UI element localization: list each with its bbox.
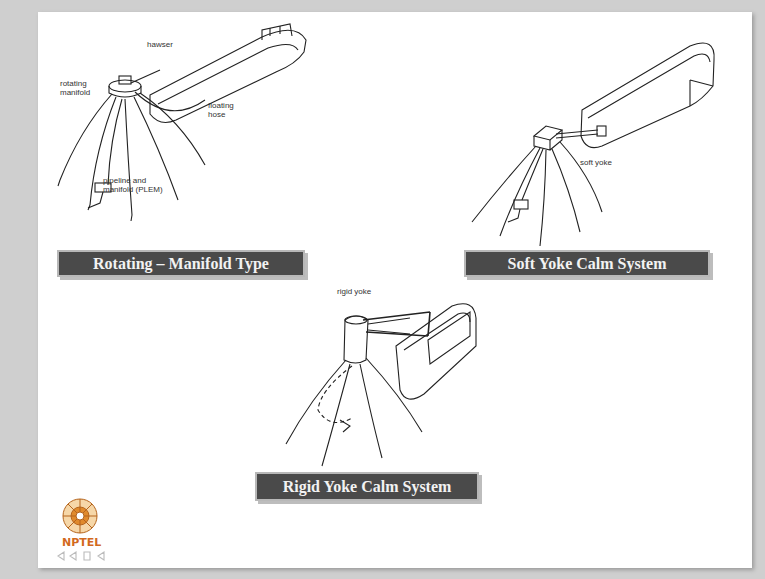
slide-nav-icons — [58, 552, 104, 560]
soft-yoke-link — [556, 130, 598, 138]
caption-text: Soft Yoke Calm System — [508, 255, 667, 273]
part-label: pipeline and manifold (PLEM) — [103, 176, 165, 194]
logo-text: NPTEL — [62, 536, 112, 549]
caption-text: Rotating – Manifold Type — [93, 255, 269, 273]
caption-band: Rigid Yoke Calm System — [255, 472, 479, 501]
part-label: soft yoke — [580, 158, 630, 167]
part-label: floating hose — [208, 101, 238, 119]
part-label: hawser — [147, 40, 187, 49]
floating-hose — [135, 92, 205, 111]
part-label: rigid yoke — [337, 287, 387, 296]
caption-band: Rotating – Manifold Type — [57, 250, 305, 277]
rigid-yoke-drawing — [286, 304, 476, 466]
soft-yoke-drawing — [472, 43, 714, 246]
caption-text: Rigid Yoke Calm System — [283, 478, 452, 496]
nptel-logo — [63, 499, 97, 533]
rigid-yoke-frame — [363, 312, 430, 336]
rotating-manifold-drawing — [58, 24, 306, 221]
caption-band: Soft Yoke Calm System — [464, 250, 710, 277]
part-label: rotating manifold — [60, 79, 98, 97]
